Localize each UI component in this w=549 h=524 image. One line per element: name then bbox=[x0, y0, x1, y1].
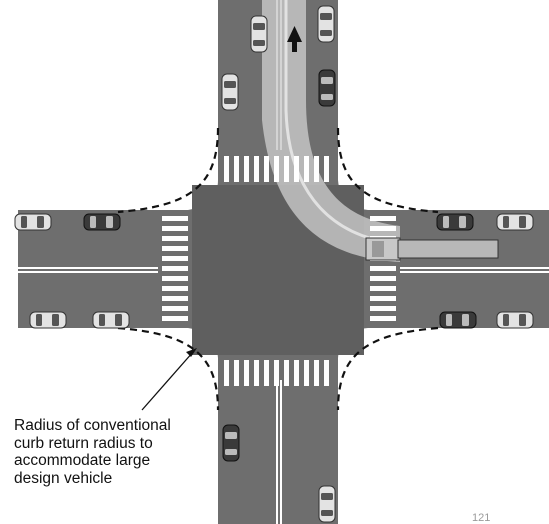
dashed-curb-returns bbox=[117, 127, 439, 411]
caption-line-1: Radius of conventional bbox=[14, 417, 171, 434]
leader-arrow bbox=[141, 348, 197, 411]
crosswalk-west bbox=[162, 216, 188, 321]
truck-icon bbox=[365, 237, 499, 261]
turning-path bbox=[262, 0, 400, 262]
crosswalk-north bbox=[224, 156, 329, 182]
arrow-up-icon bbox=[287, 26, 302, 52]
caption-line-3: accommodate large bbox=[14, 452, 151, 469]
caption-line-2: curb return radius to bbox=[14, 434, 153, 452]
page-number: 121 bbox=[472, 512, 491, 524]
caption-line-4: design vehicle bbox=[14, 469, 113, 487]
annotation-caption: Radius of conventional curb return radiu… bbox=[14, 417, 214, 487]
crosswalk-south bbox=[224, 360, 329, 386]
